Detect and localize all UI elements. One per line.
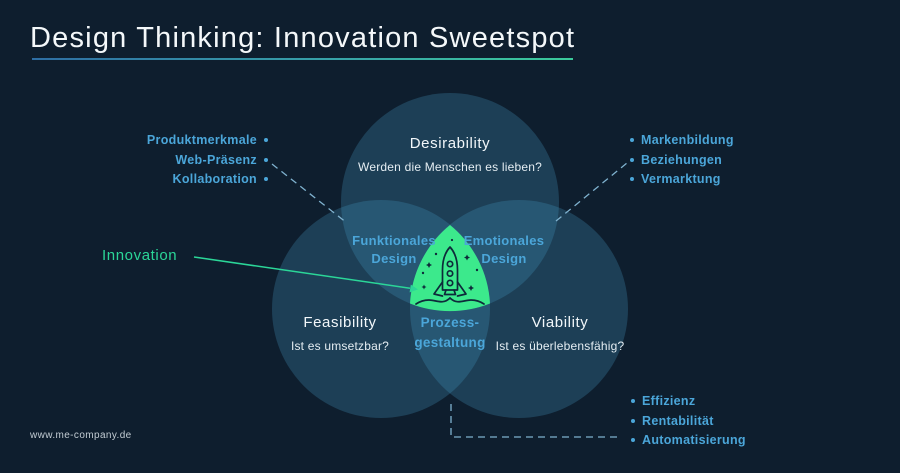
circle-desirability xyxy=(341,93,559,311)
title-block: Design Thinking: Innovation Sweetspot xyxy=(30,20,575,60)
bullet-icon xyxy=(631,438,635,442)
bullet-icon xyxy=(631,418,635,423)
list-item: Web-Präsenz xyxy=(147,151,268,171)
sweetspot-region xyxy=(410,225,490,312)
label-viability: Viability Ist es überlebensfähig? xyxy=(450,314,670,354)
bullet-icon xyxy=(630,157,634,162)
bullet-icon xyxy=(631,399,635,403)
list-item: Produktmerkmale xyxy=(147,131,268,151)
page-title: Design Thinking: Innovation Sweetspot xyxy=(30,22,576,54)
emotional-design-line2: Design xyxy=(481,251,527,266)
dashed-connector-left xyxy=(271,163,348,224)
annotation-list-bottom-right: Effizienz Rentabilität Automatisierung xyxy=(631,392,746,451)
feasibility-title: Feasibility xyxy=(303,314,377,331)
list-item: Vermarktung xyxy=(630,170,734,190)
viability-question: Ist es überlebensfähig? xyxy=(495,339,625,353)
feasibility-question: Ist es umsetzbar? xyxy=(290,339,390,353)
bullet-icon xyxy=(264,177,268,181)
annotation-text: Produktmerkmale xyxy=(146,133,257,147)
list-item: Effizienz xyxy=(631,392,746,412)
list-item: Automatisierung xyxy=(631,431,746,451)
annotation-list-left: Produktmerkmale Web-Präsenz Kollaboratio… xyxy=(147,131,268,190)
bullet-icon xyxy=(630,138,634,142)
list-item: Beziehungen xyxy=(630,151,734,171)
bullet-icon xyxy=(264,157,268,162)
functional-design-line1: Funktionales xyxy=(352,233,436,248)
bullet-icon xyxy=(264,138,268,142)
label-emotional-design: Emotionales Design xyxy=(434,232,574,268)
annotation-text: Kollaboration xyxy=(172,172,257,186)
process-design-line1: Prozess- xyxy=(420,315,480,330)
sparkle-icons xyxy=(421,238,479,291)
annotation-text: Vermarktung xyxy=(641,172,721,186)
list-item: Markenbildung xyxy=(630,131,734,151)
dashed-connector-right xyxy=(555,162,628,222)
annotation-text: Effizienz xyxy=(642,394,696,408)
website-url: www.me-company.de xyxy=(30,430,132,441)
title-underline xyxy=(32,58,574,60)
label-feasibility: Feasibility Ist es umsetzbar? xyxy=(230,314,450,354)
label-desirability: Desirability Werden die Menschen es lieb… xyxy=(310,135,590,175)
annotation-list-right: Markenbildung Beziehungen Vermarktung xyxy=(630,131,734,190)
emotional-design-line1: Emotionales xyxy=(463,233,545,248)
annotation-text: Beziehungen xyxy=(641,152,723,167)
annotation-text: Rentabilität xyxy=(642,413,714,428)
functional-design-line2: Design xyxy=(371,251,417,266)
label-functional-design: Funktionales Design xyxy=(324,232,464,268)
dashed-connector-bottom xyxy=(450,404,620,438)
rocket-icon xyxy=(415,246,485,305)
list-item: Rentabilität xyxy=(631,412,746,432)
annotation-text: Web-Präsenz xyxy=(175,152,257,167)
desirability-title: Desirability xyxy=(409,135,491,152)
label-process-design: Prozess- gestaltung xyxy=(380,313,520,353)
bullet-icon xyxy=(630,177,634,181)
viability-title: Viability xyxy=(531,314,589,331)
list-item: Kollaboration xyxy=(147,170,268,190)
annotation-text: Automatisierung xyxy=(642,433,746,447)
process-design-line2: gestaltung xyxy=(414,335,486,350)
annotation-text: Markenbildung xyxy=(641,133,734,147)
desirability-question: Werden die Menschen es lieben? xyxy=(358,160,542,174)
innovation-label: Innovation xyxy=(102,247,178,264)
innovation-arrow xyxy=(193,256,418,293)
